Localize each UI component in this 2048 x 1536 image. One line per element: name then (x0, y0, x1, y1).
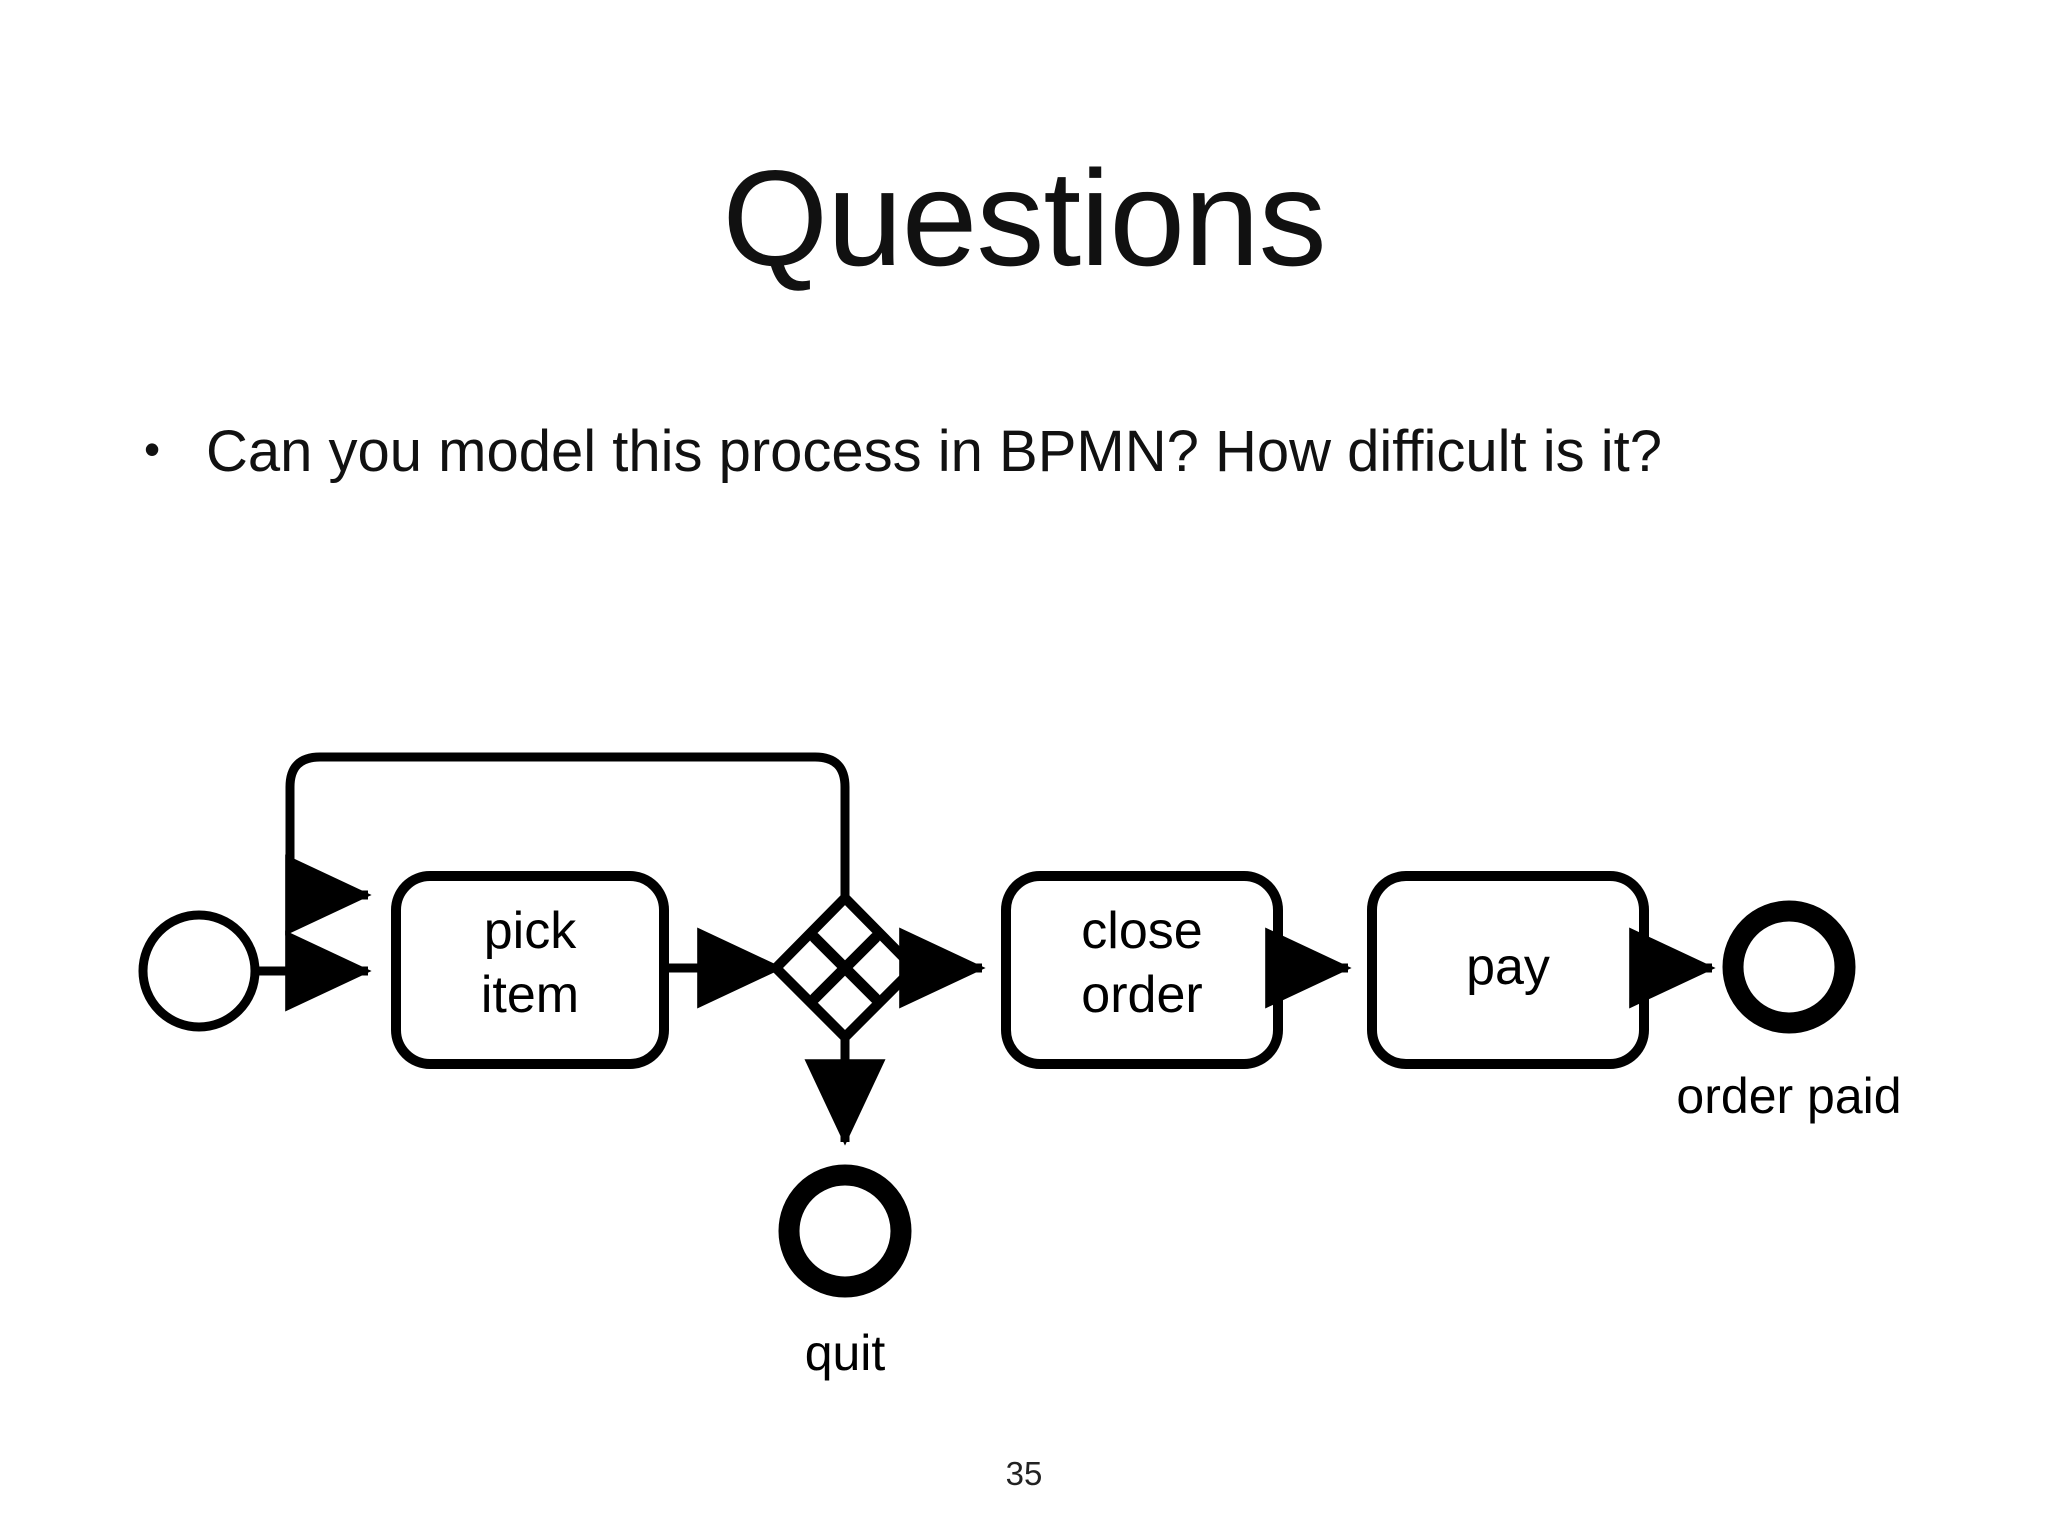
task-pick-item[interactable]: pick item (391, 871, 669, 1069)
end-event-order-paid[interactable] (1722, 900, 1856, 1034)
end-event-order-paid-label: order paid (1676, 1068, 1901, 1124)
bullet-marker-icon: • (144, 423, 161, 475)
page-number: 35 (1005, 1455, 1043, 1492)
task-close-order-label-line1: close (1081, 902, 1202, 960)
task-pick-item-label-line2: item (481, 966, 579, 1024)
end-event-quit-label: quit (805, 1325, 886, 1381)
task-pay[interactable]: pay (1367, 871, 1649, 1069)
exclusive-gateway[interactable] (768, 890, 922, 1045)
page-title: Questions (722, 142, 1326, 294)
bullet-text: Can you model this process in BPMN? How … (206, 419, 1662, 484)
start-event[interactable] (138, 910, 260, 1032)
task-close-order-label-line2: order (1081, 966, 1202, 1024)
task-pay-label: pay (1466, 938, 1550, 996)
end-event-quit[interactable] (778, 1164, 912, 1298)
gateway-x-icon (809, 932, 881, 1004)
flow-gateway-to-pick-item-loop[interactable] (285, 752, 850, 936)
task-close-order[interactable]: close order (1001, 871, 1283, 1069)
bullet-list: • Can you model this process in BPMN? Ho… (140, 418, 1940, 486)
task-pick-item-label-line1: pick (484, 902, 577, 960)
list-item: • Can you model this process in BPMN? Ho… (140, 418, 1940, 486)
